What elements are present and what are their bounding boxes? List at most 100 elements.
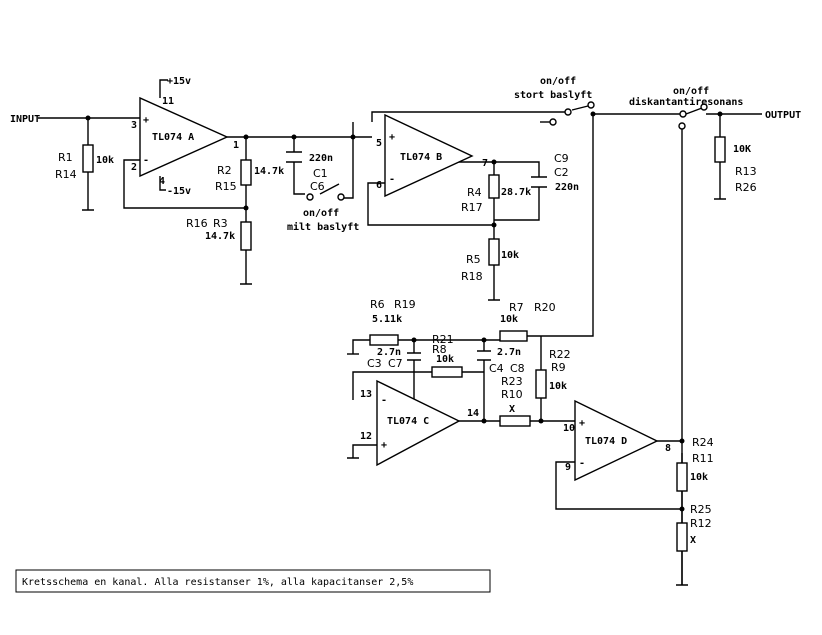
r9-value: 10k [549,381,567,392]
opamp-c-plus: + [381,440,387,451]
resistor-r9 [535,369,547,399]
output-label: OUTPUT [765,110,801,121]
c3-label: C3 [367,357,382,370]
r11-label: R11 [692,452,714,465]
opamp-d [574,399,659,482]
pin-1: 1 [233,140,239,151]
r24-label: R24 [692,436,714,449]
plus-15v-label: +15v [167,76,191,87]
r20-label: R20 [534,301,556,314]
r2-value: 14.7k [254,166,284,177]
resistor-r11 [676,462,688,492]
pin-7: 7 [482,158,488,169]
c9-value: 220n [555,182,579,193]
switch-diskant-onoff: on/off [673,86,709,97]
r10-value: X [509,404,515,415]
pin-12: 12 [360,431,372,442]
opamp-b [384,113,474,198]
r21-label: R21 [432,333,454,346]
resistor-r6 [369,334,399,346]
r22-label: R22 [549,348,571,361]
r4-value: 28.7k [501,187,531,198]
opamp-d-plus: + [579,418,585,429]
wires [38,105,762,586]
pin-4: 4 [159,176,165,187]
r3-label: R3 [213,217,228,230]
resistor-r13 [714,136,726,163]
r5-value: 10k [501,250,519,261]
r17-label: R17 [461,201,483,214]
opamp-c [376,379,461,467]
pin-10: 10 [563,423,575,434]
r19-label: R19 [394,298,416,311]
opamp-b-label: TL074 B [400,152,442,163]
switch-stort-onoff: on/off [540,76,576,87]
capacitor-c4 [477,350,491,361]
pin-3: 3 [131,120,137,131]
pin-6: 6 [376,180,382,191]
switch-stort-label: stort baslyft [514,90,592,101]
opamp-a [139,96,229,178]
r8-label: R8 [432,343,447,356]
opamp-d-minus: - [579,458,585,469]
input-label: INPUT [10,114,40,125]
opamp-c-minus: - [381,395,387,406]
minus-15v-label: -15v [167,186,191,197]
c6-label: C6 [310,180,325,193]
r1-value: 10k [96,155,114,166]
r10-label: R10 [501,388,523,401]
resistor-r7 [499,330,528,342]
r16-label: R16 [186,217,208,230]
switch-diskant-label: diskantantiresonans [629,96,743,108]
resistor-r4 [488,174,500,199]
r13-value: 10K [733,144,751,155]
resistor-r3 [240,221,252,251]
r7-label: R7 [509,301,524,314]
resistor-r5 [488,238,500,266]
r2-label: R2 [217,164,232,177]
r1-label: R1 [58,151,73,164]
r6-value: 5.11k [372,314,402,325]
pin-13: 13 [360,389,372,400]
r12-label: R12 [690,517,712,530]
opamp-a-minus: - [143,155,149,166]
caption-text: Kretsschema en kanal. Alla resistanser 1… [22,577,413,588]
r13-label: R13 [735,165,757,178]
c4-value: 2.7n [497,347,521,358]
r12-value: X [690,535,696,546]
c1-value: 220n [309,153,333,164]
opamp-b-minus: - [389,174,395,185]
r5-label: R5 [466,253,481,266]
r3-value: 14.7k [205,231,235,242]
r9-label: R9 [551,361,566,374]
r15-label: R15 [215,180,237,193]
switch-contacts [306,101,708,201]
c3-value: 2.7n [377,347,401,358]
resistor-r1 [82,144,94,173]
switch-milt-onoff: on/off [303,208,339,219]
capacitor-c9 [531,176,547,188]
resistor-r2 [240,159,252,186]
capacitor-c1 [286,151,302,163]
r7-value: 10k [500,314,518,325]
resistor-r10 [499,415,531,427]
r8-value: 10k [436,354,454,365]
pin-11: 11 [162,96,174,107]
r14-label: R14 [55,168,77,181]
opamp-b-plus: + [389,132,395,143]
r11-value: 10k [690,472,708,483]
pin-2: 2 [131,162,137,173]
c9-label: C9 [554,152,569,165]
capacitor-c3 [407,352,421,361]
c7-label: C7 [388,357,403,370]
opamp-c-label: TL074 C [387,416,429,427]
opamp-a-label: TL074 A [152,132,194,143]
c4-label: C4 [489,362,504,375]
pin-5: 5 [376,138,382,149]
resistor-r12 [676,522,688,552]
r25-label: R25 [690,503,712,516]
c8-label: C8 [510,362,525,375]
r6-label: R6 [370,298,385,311]
r23-label: R23 [501,375,523,388]
